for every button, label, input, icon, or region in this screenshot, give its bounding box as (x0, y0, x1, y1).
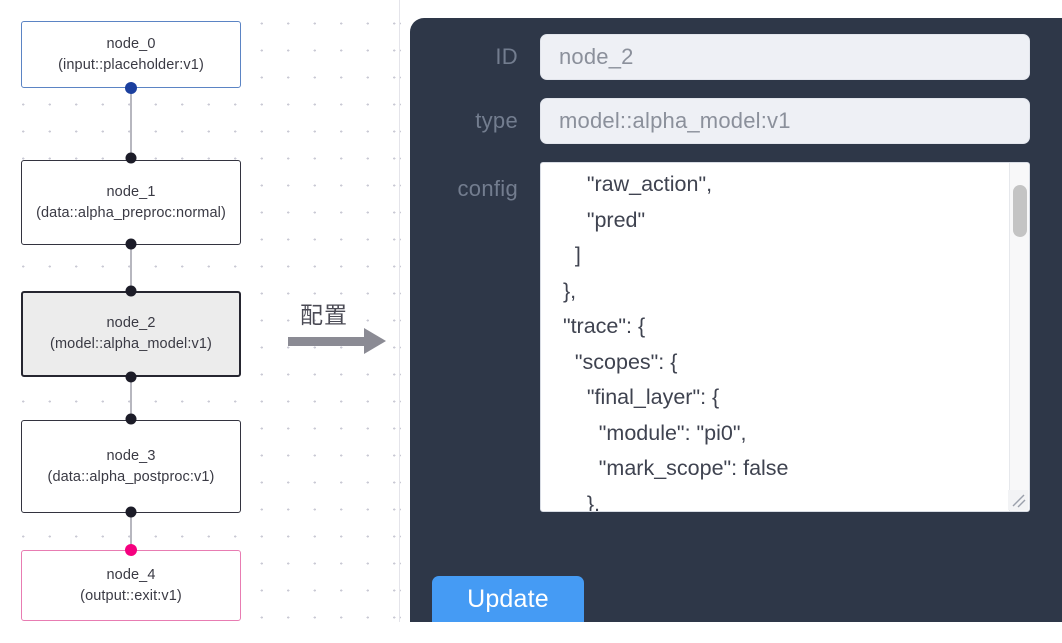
graph-node-node_1[interactable]: node_1 (data::alpha_preproc:normal) (21, 160, 241, 245)
graph-node-type: (data::alpha_postproc:v1) (47, 468, 215, 485)
port-node0-output[interactable] (125, 82, 137, 94)
graph-node-type: (model::alpha_model:v1) (50, 336, 212, 352)
config-textarea-wrapper: "raw_action", "pred" ] }, "trace": { "sc… (540, 162, 1030, 512)
page-bottom-strip (0, 622, 1062, 643)
graph-node-id: node_1 (106, 183, 156, 200)
configure-arrow-label: 配置 (300, 302, 348, 328)
port-node2-output[interactable] (125, 371, 137, 383)
graph-node-type: (output::exit:v1) (80, 587, 182, 604)
resize-handle-icon[interactable] (1008, 490, 1028, 510)
config-scrollbar-thumb[interactable] (1013, 185, 1027, 237)
config-textarea[interactable]: "raw_action", "pred" ] }, "trace": { "sc… (562, 172, 789, 511)
port-node4-input[interactable] (125, 544, 137, 556)
update-button[interactable]: Update (432, 576, 584, 622)
graph-node-id: node_0 (106, 35, 156, 52)
id-field-label: ID (495, 44, 518, 69)
edge-node1-node2 (130, 244, 132, 292)
graph-node-node_3[interactable]: node_3 (data::alpha_postproc:v1) (21, 420, 241, 513)
graph-node-node_4[interactable]: node_4 (output::exit:v1) (21, 550, 241, 621)
edge-node3-node4 (130, 512, 132, 550)
config-scrollbar[interactable] (1009, 163, 1029, 511)
graph-node-node_0[interactable]: node_0 (input::placeholder:v1) (21, 21, 241, 88)
edge-node2-node3 (130, 376, 132, 420)
configure-arrow-group: 配置 (288, 296, 396, 358)
graph-node-type: (data::alpha_preproc:normal) (36, 204, 226, 221)
arrow-head-icon (364, 328, 386, 354)
canvas-divider (399, 0, 400, 622)
field-row-config: config "raw_action", "pred" ] }, "trace"… (410, 162, 1062, 512)
type-field-label: type (475, 108, 518, 133)
field-row-id: ID node_2 (410, 34, 1062, 80)
port-node3-output[interactable] (125, 506, 137, 518)
graph-node-id: node_4 (106, 566, 156, 583)
port-node2-input[interactable] (125, 285, 137, 297)
port-node1-output[interactable] (125, 238, 137, 250)
port-node1-input[interactable] (125, 152, 137, 164)
config-field-label: config (457, 176, 518, 201)
type-input[interactable]: model::alpha_model:v1 (540, 98, 1030, 144)
edge-node0-node1 (130, 88, 132, 160)
graph-canvas[interactable]: node_0 (input::placeholder:v1) node_1 (d… (0, 0, 400, 622)
graph-node-type: (input::placeholder:v1) (58, 56, 204, 73)
field-row-type: type model::alpha_model:v1 (410, 98, 1062, 144)
graph-node-node_2[interactable]: node_2 (model::alpha_model:v1) (21, 291, 241, 377)
node-config-panel: ID node_2 type model::alpha_model:v1 con… (410, 18, 1062, 622)
graph-node-id: node_2 (106, 315, 156, 331)
arrow-shaft (288, 337, 366, 346)
id-input[interactable]: node_2 (540, 34, 1030, 80)
graph-node-id: node_3 (106, 447, 156, 464)
port-node3-input[interactable] (125, 413, 137, 425)
